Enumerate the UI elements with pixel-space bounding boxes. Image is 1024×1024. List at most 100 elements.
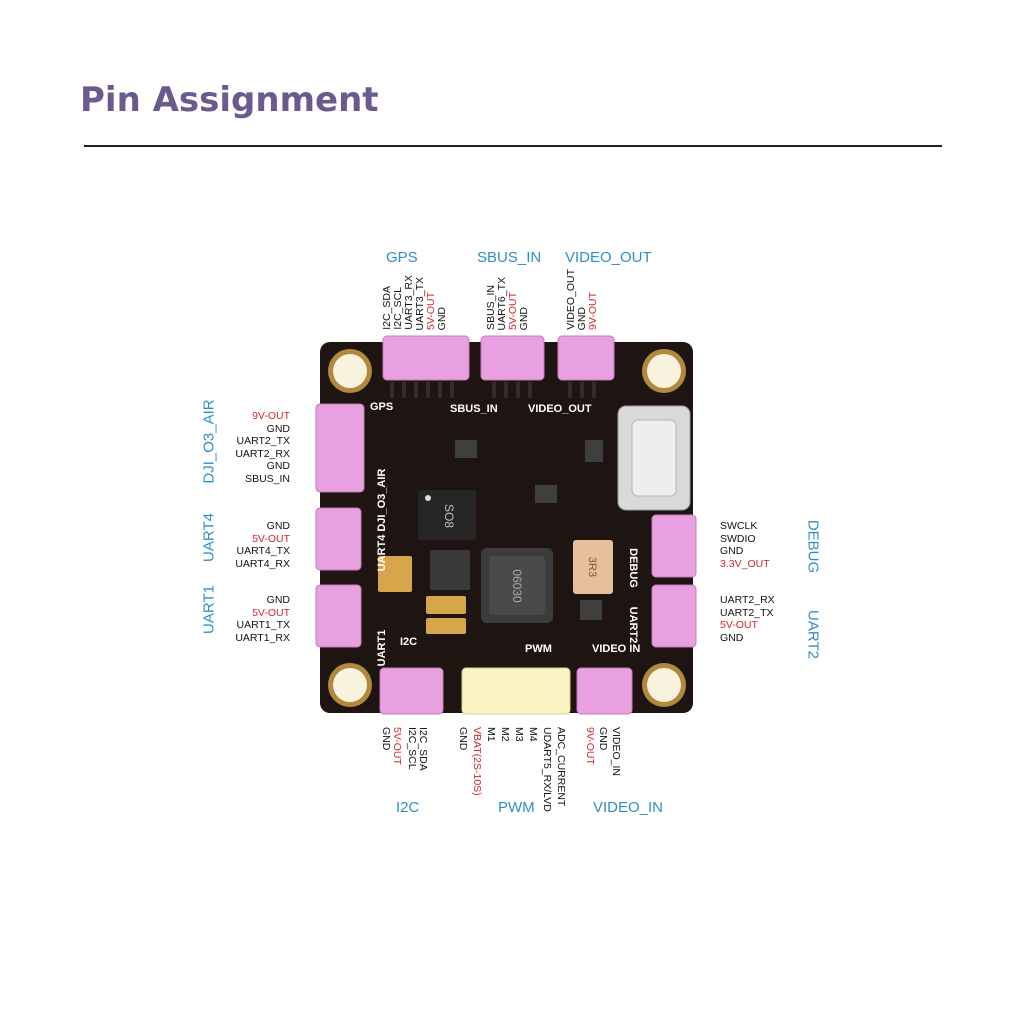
pins-pwm: GND VBAT(2S-10S) M1 M2 M3 M4 UDART5_RX/L… [457, 727, 567, 812]
sbus-connector [480, 335, 545, 381]
pins-uart2: UART2_RX UART2_TX 5V-OUT GND [720, 594, 810, 644]
pin-label: I2C_SCL [392, 287, 404, 330]
capacitor [426, 618, 466, 634]
pin-label: UART3_TX [414, 276, 426, 331]
pin-label: GND [457, 727, 469, 751]
pin-label: UART1_RX [235, 631, 290, 644]
pins-dji-o3-air: 9V-OUT GND UART2_TX UART2_RX GND SBUS_IN [210, 410, 290, 486]
pin-label: UART4_TX [236, 545, 291, 558]
pin-label: I2C_SDA [417, 727, 429, 771]
pin-label: GND [720, 631, 744, 644]
pin-label: SWCLK [720, 520, 758, 532]
pin-label: UART4_RX [235, 557, 290, 570]
pins-uart4: GND 5V-OUT UART4_TX UART4_RX [210, 520, 290, 570]
pin-label: UART3_RX [403, 275, 415, 330]
group-label-debug: DEBUG [804, 519, 822, 574]
pcb [320, 342, 693, 713]
pin-label: GND [380, 727, 392, 751]
pin-label: UART2_TX [236, 435, 291, 448]
pin-label: M3 [513, 727, 525, 742]
pins-video-in: 9V-OUT GND VIDEO_IN [584, 727, 622, 777]
group-label-sbus-in: SBUS_IN [477, 249, 542, 266]
uart2-connector [651, 584, 697, 648]
pins-gps: I2C_SDA I2C_SCL UART3_RX UART3_TX 5V-OUT… [381, 272, 448, 331]
group-label-video-in: VIDEO_IN [593, 799, 664, 816]
pin-label: GND [597, 727, 609, 751]
pin-label-power: 5V-OUT [252, 532, 290, 545]
mounting-holes [328, 349, 686, 707]
pin-label: GND [576, 306, 588, 330]
pin-label: SBUS_IN [245, 472, 290, 485]
pin-label: SBUS_IN [485, 285, 497, 330]
so8-label: SO8 [442, 504, 456, 528]
i2c-connector [379, 667, 444, 715]
pin-label-power: 5V-OUT [720, 619, 758, 632]
capacitor [426, 596, 466, 614]
pin-label: GND [266, 460, 290, 473]
so8-chip [418, 490, 476, 540]
dji-connector [315, 403, 365, 493]
pin-label: UART6_TX [496, 276, 508, 331]
pin-label: UART1_TX [236, 619, 291, 632]
silk-pwm: PWM [525, 643, 552, 655]
pin-label-power: 9V-OUT [587, 292, 599, 330]
pin-label-power: 5V-OUT [507, 292, 519, 330]
pins-debug: SWCLK SWDIO GND 3.3V_OUT [720, 520, 810, 570]
silk-gps: GPS [370, 401, 393, 413]
video-in-connector [576, 667, 633, 715]
silk-sbus: SBUS_IN [450, 403, 498, 415]
pin-label: UART2_RX [720, 594, 775, 606]
pin-label: GND [518, 306, 530, 330]
title-divider [84, 145, 942, 147]
pin-label-power: VBAT(2S-10S) [471, 727, 483, 796]
pin-label-power: 3.3V_OUT [720, 557, 770, 570]
pin-label: VIDEO_IN [610, 727, 622, 777]
pin-label: M1 [485, 727, 497, 742]
pins-video-out: VIDEO_OUT GND 9V-OUT [565, 268, 599, 330]
gps-connector [382, 335, 470, 381]
silk-i2c: I2C [400, 636, 417, 648]
silk-dji: UART4 DJI_O3_AIR [376, 469, 388, 572]
pin-label: UART2_TX [720, 606, 774, 619]
pin-label: GND [266, 422, 290, 435]
pins-sbus-in: SBUS_IN UART6_TX 5V-OUT GND [485, 272, 530, 331]
pwm-connector [461, 667, 571, 715]
pin-label-power: 9V-OUT [252, 410, 290, 422]
pin-label-power: 9V-OUT [584, 727, 596, 765]
silk-debug: DEBUG [627, 548, 639, 588]
pin-label: GND [266, 594, 290, 606]
pin-label: I2C_SDA [381, 286, 393, 330]
silk-video-in: VIDEO IN [592, 643, 640, 655]
capacitor [378, 556, 412, 592]
pin-label: I2C_SCL [406, 727, 418, 770]
group-label-uart2: UART2 [804, 610, 822, 659]
pin-label: GND [720, 545, 744, 558]
uart4-connector [315, 507, 362, 571]
pin-label: M4 [527, 727, 539, 742]
group-label-i2c: I2C [396, 799, 420, 816]
fuse [573, 540, 613, 594]
pin-label: GND [436, 306, 448, 330]
pin-label: UART2_RX [235, 447, 290, 460]
svg-text:3R3: 3R3 [586, 557, 598, 577]
regulator [430, 550, 470, 590]
pin-label-power: 5V-OUT [252, 606, 290, 619]
silk-uart2: UART2 [627, 607, 639, 644]
pin-label-power: 5V-OUT [391, 727, 403, 765]
pin-label: GND [266, 520, 290, 532]
pins-i2c: GND 5V-OUT I2C_SCL I2C_SDA [380, 727, 429, 771]
pin-label-power: 5V-OUT [425, 292, 437, 330]
silk-video-out: VIDEO_OUT [528, 403, 592, 415]
debug-connector [651, 514, 697, 578]
group-label-pwm: PWM [498, 799, 535, 816]
silk-uart1: UART1 [376, 630, 388, 667]
pin-label: SWDIO [720, 532, 756, 545]
pin-label: UDART5_RX/LVD [541, 727, 553, 812]
group-label-video-out: VIDEO_OUT [565, 249, 652, 266]
pin-label: VIDEO_OUT [565, 269, 577, 330]
inductor-label: 06030 [510, 569, 524, 603]
video-out-connector [557, 335, 615, 381]
group-label-gps: GPS [386, 249, 418, 266]
uart1-connector [315, 584, 362, 648]
